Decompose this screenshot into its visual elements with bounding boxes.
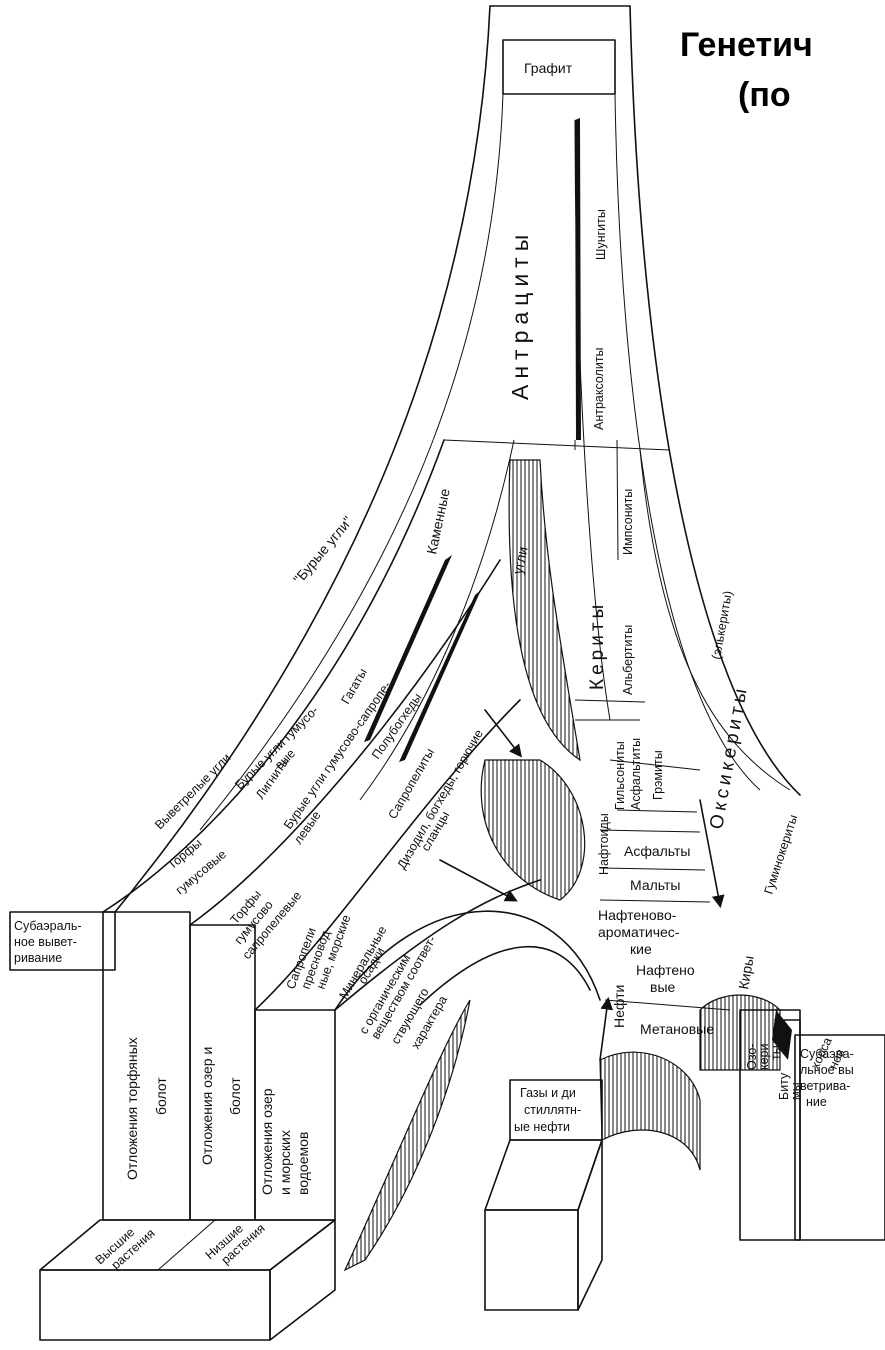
label-lake-sea-deposits-3: водоемов xyxy=(295,1132,311,1195)
label-ozokerites-3: ты xyxy=(769,1045,783,1060)
label-oxykerites: Оксикериты xyxy=(706,683,752,830)
label-naphthene: Нафтено xyxy=(636,962,695,978)
label-naphthene-aromatic-2: ароматичес- xyxy=(598,924,680,940)
label-gases: Газы и ди xyxy=(520,1086,576,1100)
label-subaerial-right-3: ветрива- xyxy=(800,1079,850,1093)
label-naphthene-aromatic: Нафтеново- xyxy=(598,907,677,923)
label-methane: Метановые xyxy=(640,1021,714,1037)
label-asphalts: Асфальты xyxy=(624,843,691,859)
label-maltas: Мальты xyxy=(630,877,680,893)
label-lake-bog-deposits-2: болот xyxy=(227,1077,243,1115)
label-kirs: Киры xyxy=(735,954,757,990)
label-subaerial-left-2: ное вывет- xyxy=(14,935,77,949)
label-subaerial-left: Субаэраль- xyxy=(14,919,82,933)
label-lake-sea-deposits-2: и морских xyxy=(277,1130,293,1195)
label-impsonites: Импсониты xyxy=(621,489,635,555)
diagram-title-line2: (по xyxy=(738,76,791,114)
label-gilsonites: Гильсониты xyxy=(613,741,627,810)
label-peat-bog-deposits-2: болот xyxy=(153,1077,169,1115)
label-gases-2: стиллятн- xyxy=(524,1103,581,1117)
label-elkerites: (элькериты) xyxy=(709,590,735,661)
label-lake-sea-deposits: Отложения озер xyxy=(259,1088,275,1195)
label-anthracites: Антрациты xyxy=(507,229,533,400)
label-peat-bog-deposits: Отложения торфяных xyxy=(124,1037,140,1180)
label-stone-coals: Каменные xyxy=(423,487,453,556)
label-albertites: Альбертиты xyxy=(621,625,635,695)
label-kerites: Кериты xyxy=(587,601,608,690)
label-subaerial-right-4: ние xyxy=(806,1095,827,1109)
label-weathered-coals: Выветрелые угли xyxy=(152,751,233,832)
label-subaerial-right-2: льное вы xyxy=(800,1063,854,1077)
label-anthraxolites: Антраксолиты xyxy=(592,347,606,430)
label-lake-bog-deposits: Отложения озер и xyxy=(199,1047,215,1165)
label-gagates: Гагаты xyxy=(338,666,369,707)
label-subaerial-left-3: ривание xyxy=(14,951,62,965)
label-grahamites: Грэмиты xyxy=(651,750,665,800)
label-naphthoids: Нафтоиды xyxy=(597,813,611,875)
label-graphite: Графит xyxy=(524,60,573,76)
label-oils: Нефти xyxy=(611,985,627,1028)
strip-3 xyxy=(575,118,581,440)
label-subaerial-right: Субаэра- xyxy=(800,1047,854,1061)
left-lower-structure xyxy=(10,440,540,1340)
label-brown-coals: "Бурые угли" xyxy=(290,513,356,587)
label-humino-kerites: Гуминокериты xyxy=(762,813,801,896)
label-naphthene-2: вые xyxy=(650,979,676,995)
label-gases-3: ые нефти xyxy=(514,1120,570,1134)
label-naphthene-aromatic-3: кие xyxy=(630,941,652,957)
label-shungites: Шунгиты xyxy=(594,209,608,260)
diagram-title: Генетич xyxy=(680,26,813,64)
label-asphaltites: Асфальтиты xyxy=(629,738,643,810)
